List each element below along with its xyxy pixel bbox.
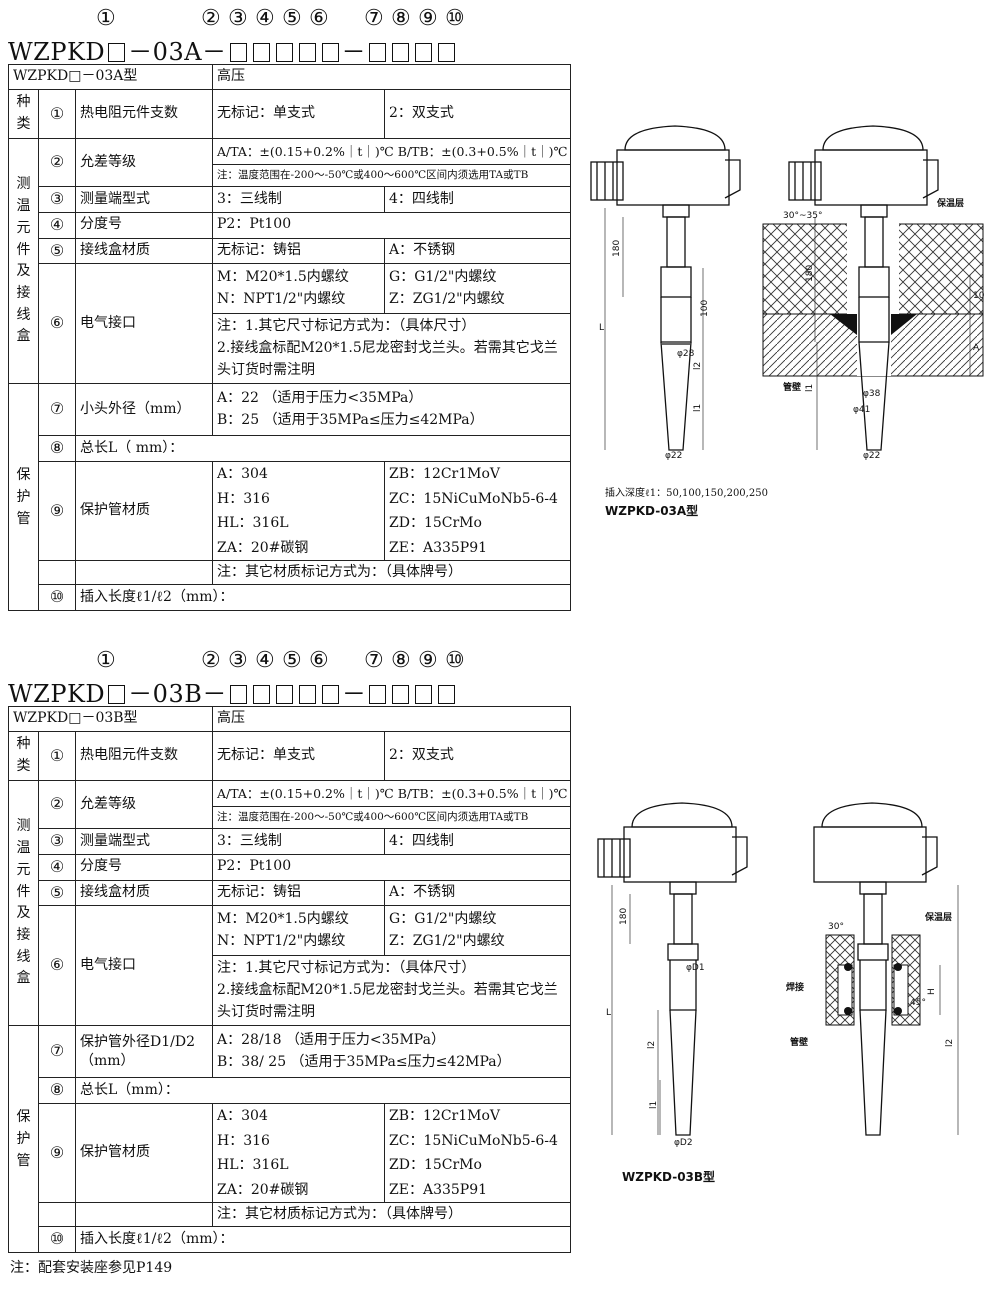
spec-table-03a: WZPKD□－03A型高压 种类 ① 热电阻元件支数 无标记：单支式 2：双支式… — [7, 64, 572, 611]
svg-text:10: 10 — [973, 291, 985, 301]
svg-text:180: 180 — [619, 908, 629, 925]
type-name: WZPKD□－03A型 — [7, 64, 214, 90]
svg-text:L: L — [599, 323, 604, 333]
pos-9: ⑨ — [418, 6, 438, 31]
svg-text:30°: 30° — [828, 922, 844, 932]
footnote: 注：配套安装座参见P149 — [10, 1260, 173, 1276]
svg-text:l2: l2 — [693, 362, 703, 370]
pos-3: ③ — [228, 6, 248, 31]
svg-text:45°: 45° — [910, 998, 926, 1008]
svg-text:l1: l1 — [693, 404, 703, 412]
pos-8: ⑧ — [391, 6, 411, 31]
svg-text:180: 180 — [612, 240, 622, 257]
svg-text:l1: l1 — [805, 384, 815, 392]
caption-a: WZPKD-03A型 — [605, 504, 699, 518]
device-a-left — [590, 125, 741, 451]
svg-text:l2: l2 — [945, 1039, 955, 1047]
pos-10: ⑩ — [445, 6, 465, 31]
pos-6: ⑥ — [309, 6, 329, 31]
category-protect: 保护管 — [8, 383, 39, 611]
device-a-right — [788, 125, 939, 218]
svg-text:φ22: φ22 — [863, 451, 880, 461]
svg-text:φ41: φ41 — [853, 405, 870, 415]
diagram-03a: L 180 l2 l1 100 180 l1 10 A φ28 φ22 φ38 … — [590, 125, 985, 461]
depth-note-a: 插入深度ℓ1：50,100,150,200,250 — [605, 488, 768, 499]
section-03a: ① ② ③ ④ ⑤ ⑥ ⑦ ⑧ ⑨ ⑩ WZPKD－03A－－ WZPKD□－0… — [7, 6, 578, 616]
svg-text:φ28: φ28 — [677, 349, 695, 359]
pos-5: ⑤ — [282, 6, 302, 31]
svg-text:30°~35°: 30°~35° — [783, 211, 822, 221]
pressure-class: 高压 — [212, 64, 572, 90]
device-b-right — [813, 802, 938, 1136]
model-code: WZPKD－03A－－ — [8, 32, 458, 66]
svg-text:l1: l1 — [649, 1101, 659, 1109]
model-code-b: WZPKD－03B－－ — [8, 674, 458, 708]
svg-text:φ22: φ22 — [665, 451, 682, 461]
pos-4: ④ — [255, 6, 275, 31]
pos-7: ⑦ — [364, 6, 384, 31]
pos-1: ① — [96, 6, 116, 31]
category-type: 种类 — [8, 89, 39, 139]
svg-text:焊接: 焊接 — [786, 981, 804, 993]
svg-text:管壁: 管壁 — [790, 1036, 808, 1048]
svg-text:φD1: φD1 — [686, 963, 705, 973]
svg-text:A: A — [973, 343, 980, 353]
svg-text:l2: l2 — [647, 1041, 657, 1049]
pos-2: ② — [201, 6, 221, 31]
svg-text:100: 100 — [700, 300, 710, 317]
svg-text:管壁: 管壁 — [783, 381, 801, 393]
svg-text:保温层: 保温层 — [924, 911, 952, 923]
caption-b: WZPKD-03B型 — [622, 1170, 716, 1184]
category-measure: 测温元件及接线盒 — [8, 137, 39, 385]
row1-label: 热电阻元件支数 — [74, 89, 214, 139]
svg-text:180: 180 — [805, 265, 815, 282]
device-b-left — [597, 802, 748, 1136]
svg-text:保温层: 保温层 — [936, 197, 964, 209]
svg-text:φD2: φD2 — [674, 1138, 693, 1148]
section-03b: ① ② ③ ④ ⑤ ⑥ ⑦ ⑧ ⑨ ⑩ WZPKD－03B－－ WZPKD□－0… — [7, 648, 578, 1258]
spec-table-03b: WZPKD□－03B型高压 种类 ① 热电阻元件支数 无标记：单支式 2：双支式… — [7, 706, 572, 1253]
svg-text:φ38: φ38 — [863, 389, 881, 399]
svg-text:L: L — [606, 1008, 611, 1018]
svg-text:H: H — [927, 988, 937, 995]
diagram-03b: L 180 l2 l1 l2 H φD1 φD2 30° 45° 保温层 焊接 … — [597, 802, 959, 1148]
